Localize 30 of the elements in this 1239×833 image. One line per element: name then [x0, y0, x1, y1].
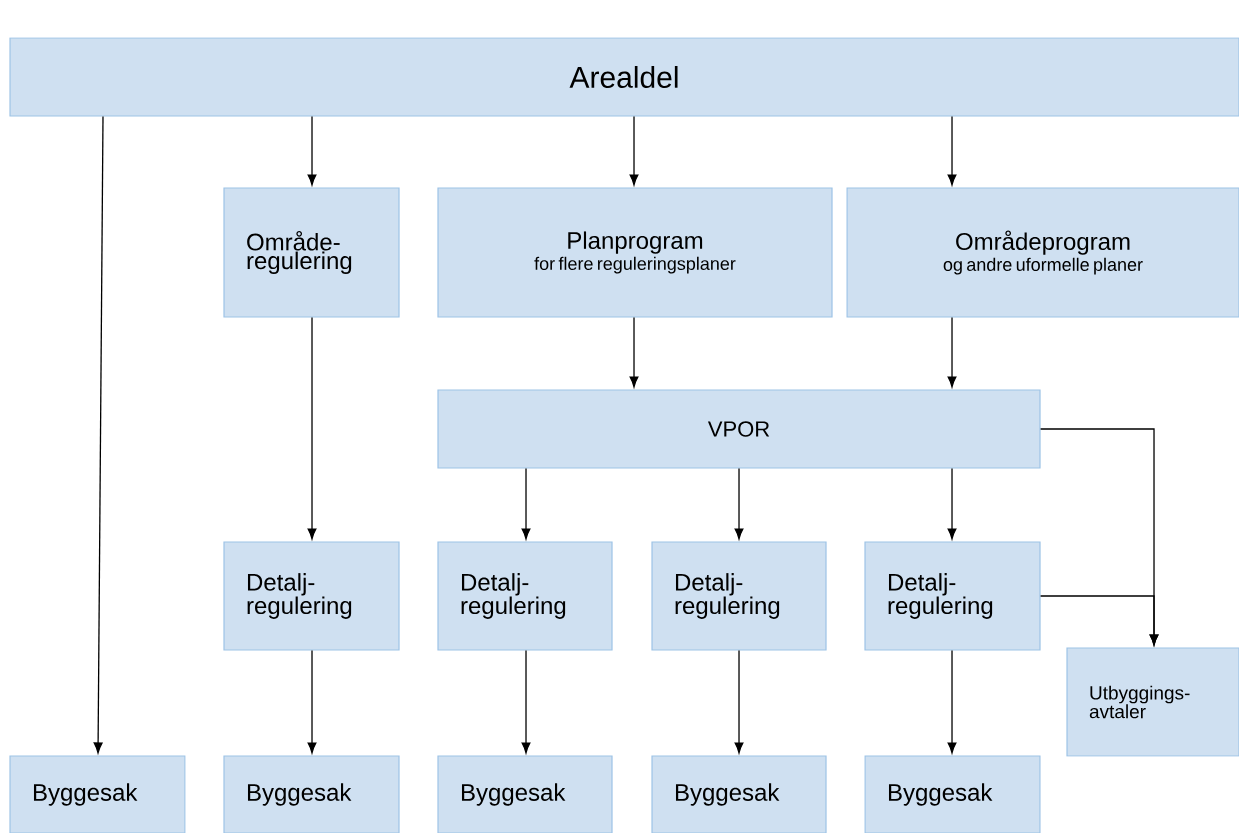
arrow: [307, 649, 317, 754]
arrow: [629, 115, 639, 186]
arrow: [307, 316, 317, 540]
arrow: [947, 649, 957, 754]
arrow: [307, 115, 317, 186]
process-box: Detalj-regulering: [437, 541, 613, 651]
process-box: VPOR: [437, 389, 1041, 469]
arrow: [947, 115, 957, 186]
process-box: Byggesak: [9, 755, 186, 833]
process-box: Planprogram for flere reguleringsplaner: [437, 187, 833, 318]
process-box: Byggesak: [864, 755, 1041, 833]
process-box: Detalj-regulering: [864, 541, 1041, 651]
process-box: Detalj-regulering: [651, 541, 827, 651]
arrow: [734, 467, 744, 540]
arrow: [93, 115, 104, 754]
process-box: Byggesak: [437, 755, 613, 833]
process-box: Byggesak: [223, 755, 400, 833]
arrow: [521, 467, 531, 540]
arrow: [734, 649, 744, 754]
arrow: [629, 316, 639, 388]
process-box: Områdeprogram og andre uformelle planer: [846, 187, 1239, 318]
arrow: [1039, 595, 1159, 646]
arrow: [947, 316, 957, 388]
header-box: Arealdel: [9, 37, 1239, 117]
arrow: [521, 649, 531, 754]
process-box: Område-regulering: [223, 187, 400, 318]
process-box: Detalj-regulering: [223, 541, 400, 651]
process-box: Utbyggings-avtaler: [1066, 647, 1239, 757]
process-box: Byggesak: [651, 755, 827, 833]
arrow: [947, 467, 957, 540]
